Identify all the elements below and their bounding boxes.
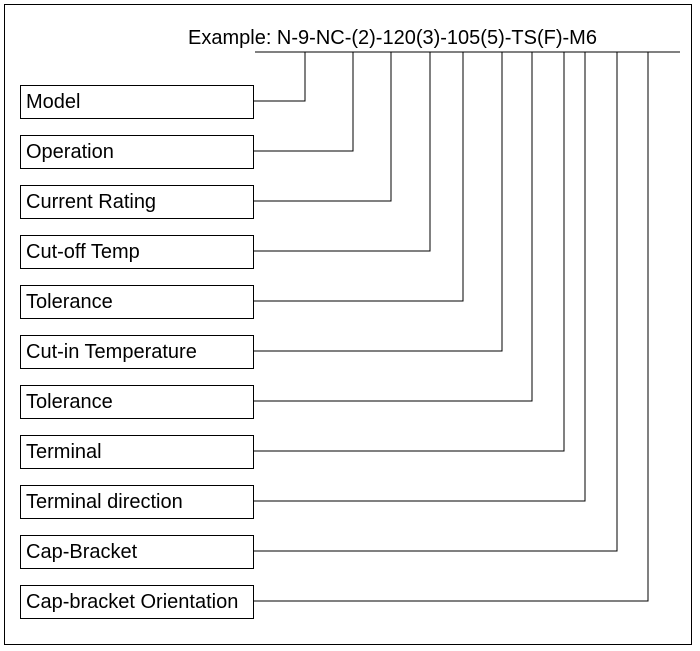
diagram-frame — [4, 4, 692, 645]
field-box-terminal-direction: Terminal direction — [20, 485, 254, 519]
leader-line-cap-bracket — [254, 52, 618, 552]
leader-line-cap-bracket-orientation — [254, 52, 649, 602]
field-box-cap-bracket-orientation: Cap-bracket Orientation — [20, 585, 254, 619]
field-box-operation: Operation — [20, 135, 254, 169]
leader-line-terminal — [254, 52, 565, 452]
leader-line-operation — [254, 52, 354, 152]
field-box-current-rating: Current Rating — [20, 185, 254, 219]
field-box-cap-bracket: Cap-Bracket — [20, 535, 254, 569]
leader-line-model — [254, 52, 306, 102]
leader-line-tolerance-2 — [254, 52, 533, 402]
field-box-model: Model — [20, 85, 254, 119]
leader-line-current-rating — [254, 52, 392, 202]
field-box-cut-in-temperature: Cut-in Temperature — [20, 335, 254, 369]
example-code: Example: N-9-NC-(2)-120(3)-105(5)-TS(F)-… — [188, 27, 597, 49]
field-box-terminal: Terminal — [20, 435, 254, 469]
field-box-cut-off-temp: Cut-off Temp — [20, 235, 254, 269]
leader-line-tolerance-1 — [254, 52, 464, 302]
leader-line-terminal-direction — [254, 52, 586, 502]
leader-line-cut-in-temperature — [254, 52, 503, 352]
field-box-tolerance-1: Tolerance — [20, 285, 254, 319]
leader-line-cut-off-temp — [254, 52, 431, 252]
field-box-tolerance-2: Tolerance — [20, 385, 254, 419]
